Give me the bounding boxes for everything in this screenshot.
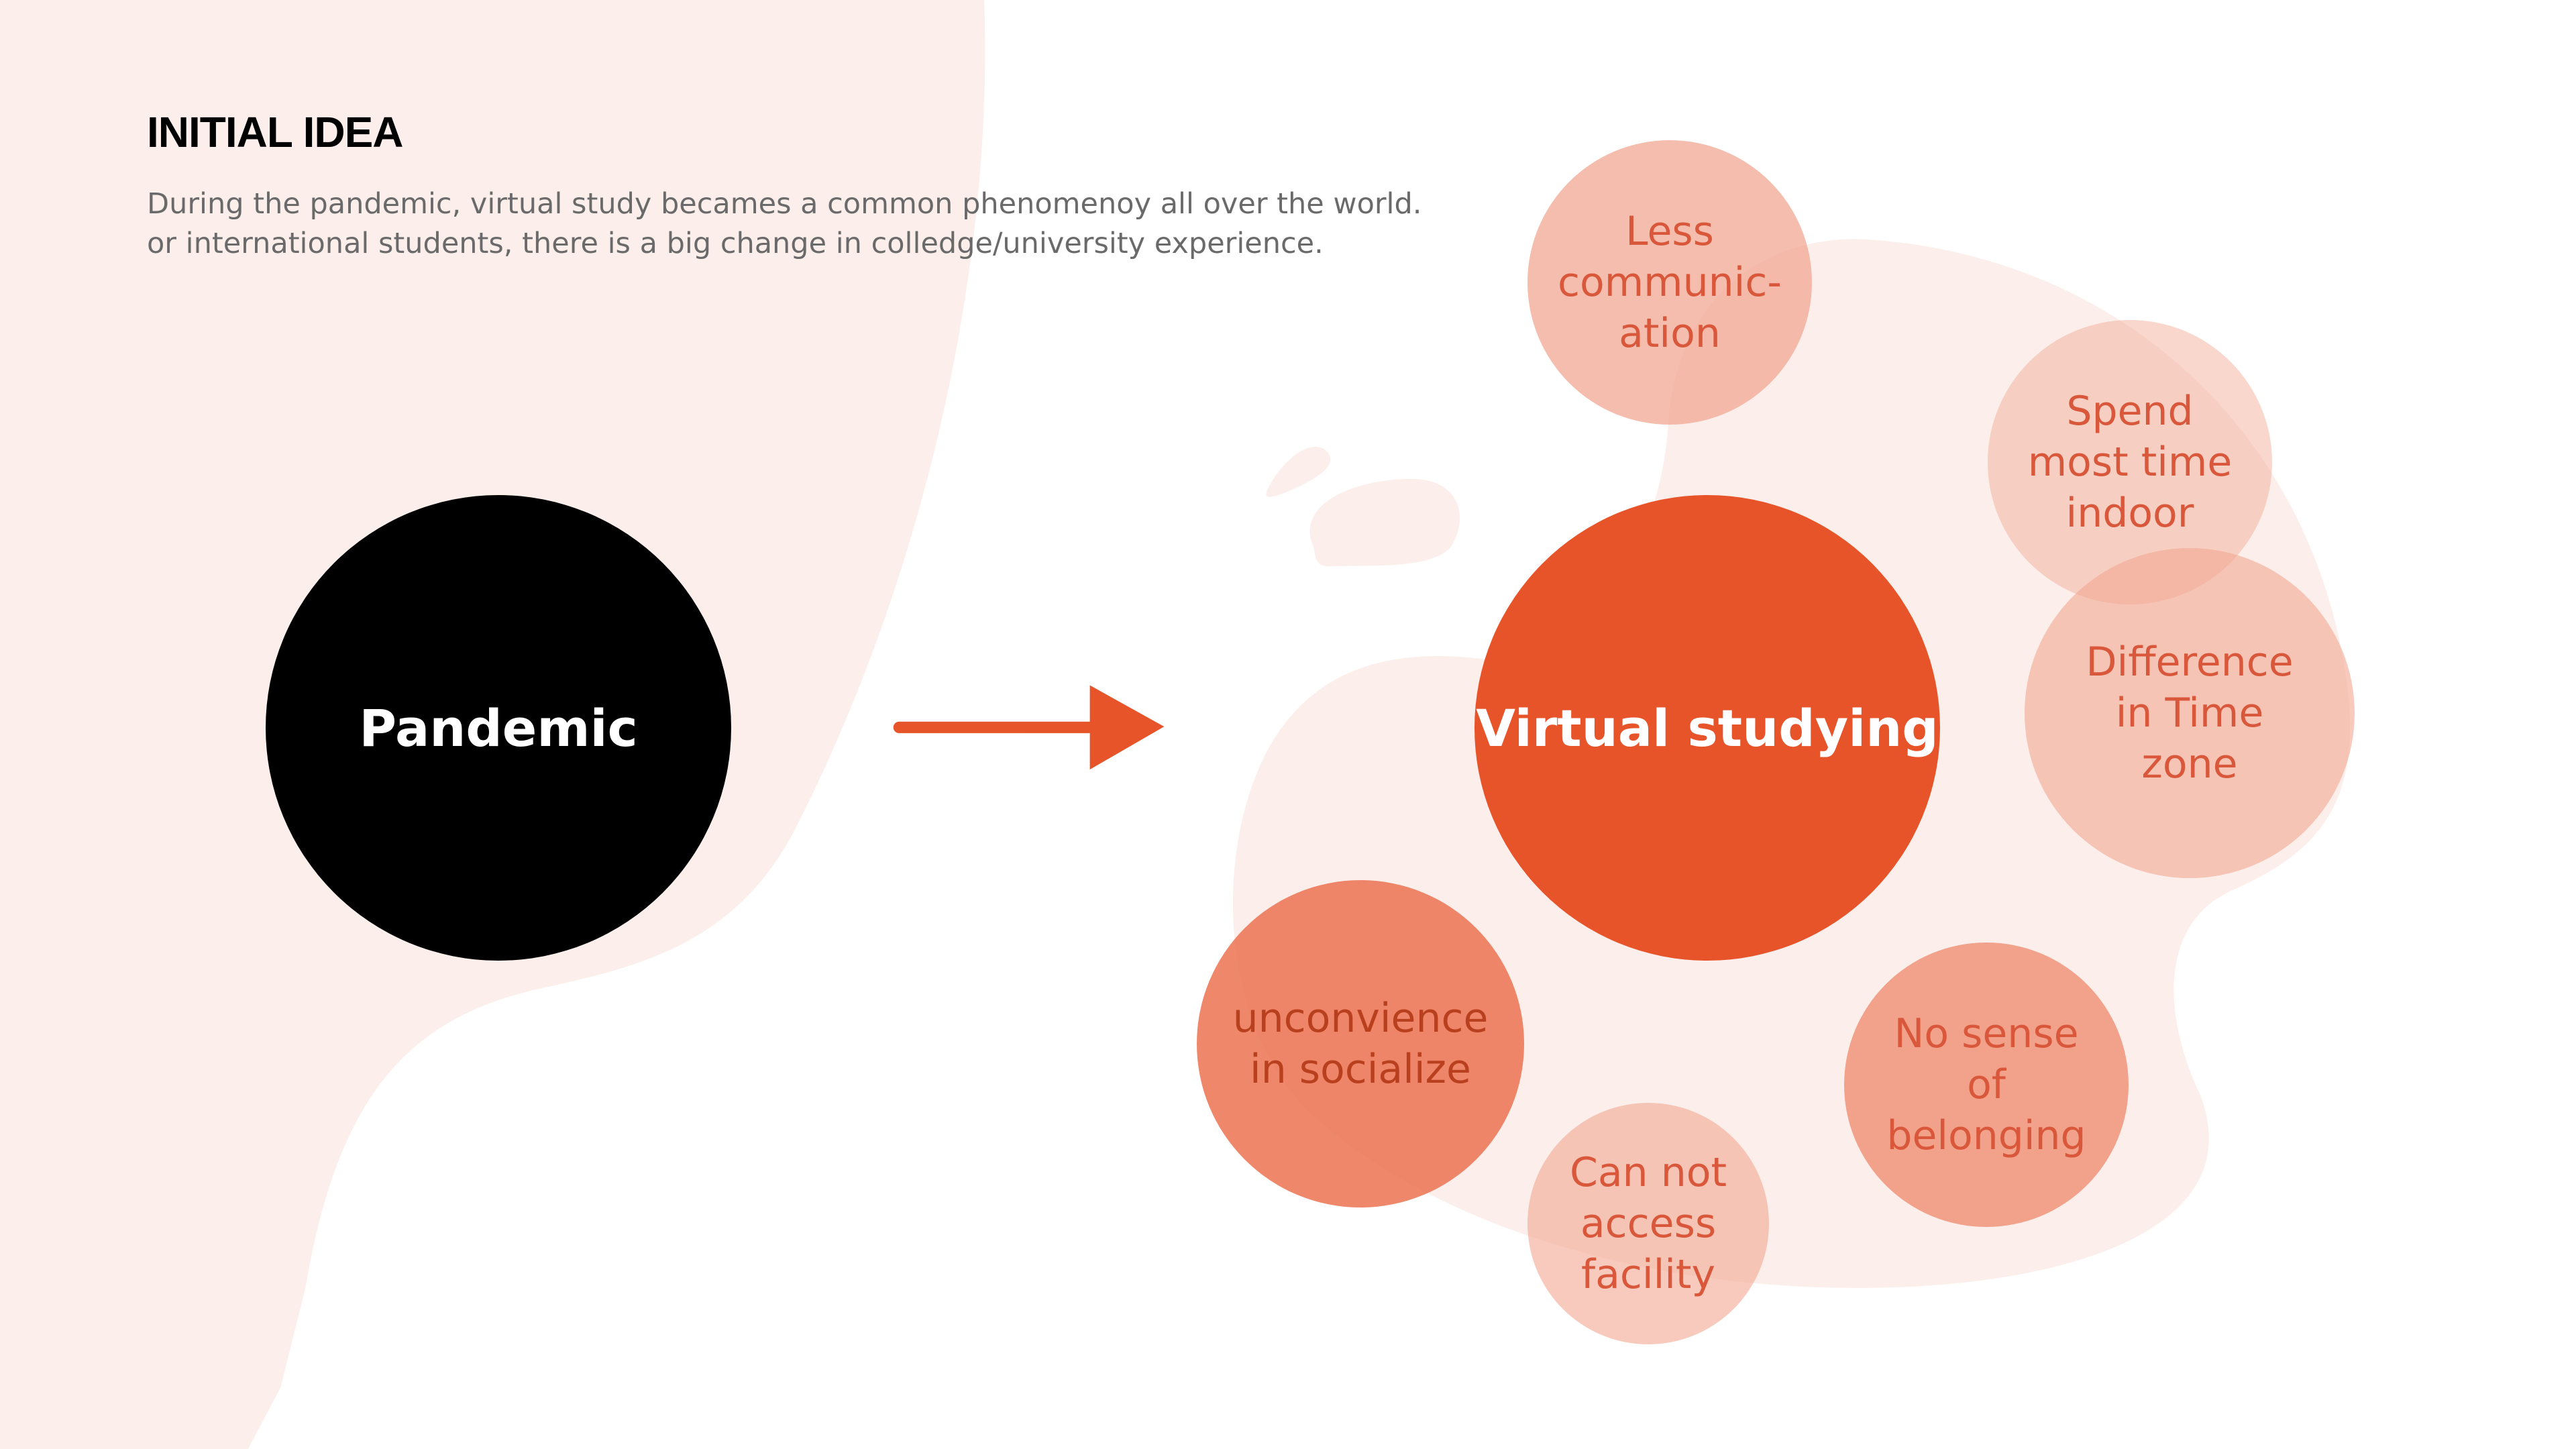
description-line: or international students, there is a bi… bbox=[147, 227, 1324, 260]
effect-bubble-spend-time-indoor: Spend most time indoor bbox=[1988, 320, 2272, 604]
pandemic-circle: Pandemic bbox=[266, 495, 731, 961]
bubble-label: Spend most time indoor bbox=[2027, 388, 2233, 537]
effect-bubble-time-zone: Difference in Time zone bbox=[2025, 548, 2355, 878]
effect-bubble-socialize: unconvience in socialize bbox=[1197, 880, 1524, 1208]
description-line: During the pandemic, virtual study becam… bbox=[147, 187, 1422, 221]
page-title: INITIAL IDEA bbox=[147, 108, 403, 156]
bubble-label: Difference in Time zone bbox=[2086, 639, 2294, 788]
bubble-label: No sense of belonging bbox=[1886, 1010, 2086, 1159]
bubble-label: Less communic- ation bbox=[1558, 208, 1782, 357]
bubble-label: unconvience in socialize bbox=[1232, 995, 1489, 1093]
effect-bubble-belonging: No sense of belonging bbox=[1844, 943, 2129, 1227]
pandemic-label: Pandemic bbox=[359, 698, 638, 758]
tiny-background-blob bbox=[1266, 446, 1331, 497]
small-background-blob bbox=[1309, 478, 1460, 567]
arrow-right-icon bbox=[893, 685, 1165, 770]
bubble-label: Can not access facility bbox=[1569, 1149, 1727, 1298]
virtual-studying-label: Virtual studying bbox=[1476, 698, 1939, 758]
effect-bubble-access-facility: Can not access facility bbox=[1527, 1103, 1769, 1344]
description: During the pandemic, virtual study becam… bbox=[147, 184, 1421, 264]
effect-bubble-less-communication: Less communic- ation bbox=[1527, 140, 1812, 425]
virtual-studying-circle: Virtual studying bbox=[1474, 495, 1940, 961]
